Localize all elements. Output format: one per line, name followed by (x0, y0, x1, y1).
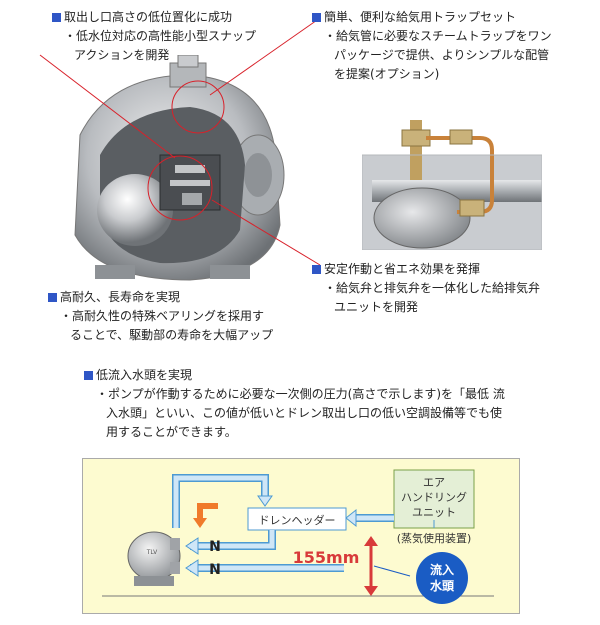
inflow-head-label: 水頭 (430, 578, 455, 593)
feature-text: 用することができます。 (106, 425, 237, 439)
feature-text: ・給気弁と排気弁を一体化した給排気弁 (324, 281, 541, 295)
feature-text: ・ポンプが作動するために必要な一次側の圧力(高さで示します)を「最低 流 (96, 387, 505, 401)
feature-energy-saving: 安定作動と省エネ効果を発揮 ・給気弁と排気弁を一体化した給排気弁 ユニットを開発 (312, 260, 540, 317)
bullet-square (312, 13, 321, 22)
feature-text: を提案(オプション) (334, 67, 440, 81)
inflow-head-label: 流入 (430, 562, 454, 577)
bullet-square (52, 13, 61, 22)
feature-text: ・高耐久性の特殊ベアリングを採用す (60, 309, 265, 323)
feature-durability: 高耐久、長寿命を実現 ・高耐久性の特殊ベアリングを採用す ることで、駆動部の寿命… (48, 288, 273, 345)
drain-header-label: ドレンヘッダー (259, 513, 336, 527)
callout-lines (39, 17, 321, 266)
steam-equipment-label: (蒸気使用装置) (397, 531, 472, 545)
feature-trap-set: 簡単、便利な給気用トラップセット ・給気管に必要なスチームトラップをワン パッケ… (312, 8, 552, 84)
feature-text: アクションを開発 (74, 48, 170, 62)
feature-title: 高耐久、長寿命を実現 (60, 290, 181, 304)
feature-low-outlet: 取出し口高さの低位置化に成功 ・低水位対応の高性能小型スナップ アクションを開発 (52, 8, 256, 65)
ahu-box (393, 469, 475, 529)
feature-title: 低流入水頭を実現 (96, 368, 193, 382)
bullet-square (84, 371, 93, 380)
ahu-label: ユニット (412, 506, 456, 519)
feature-text: ・低水位対応の高性能小型スナップ (64, 29, 257, 43)
drain-header-box (247, 507, 347, 531)
feature-low-inflow-head: 低流入水頭を実現 ・ポンプが作動するために必要な一次側の圧力(高さで示します)を… (84, 366, 505, 442)
vent-arrow (257, 495, 273, 507)
return-arrow-orange (197, 503, 218, 522)
n-mark: N (209, 562, 221, 578)
feature-text: ・給気管に必要なスチームトラップをワン (324, 29, 552, 43)
feature-text: 入水頭」といい、この値が低いとドレン取出し口の低い空調設備等でも使 (106, 406, 503, 420)
feature-title: 簡単、便利な給気用トラップセット (324, 10, 517, 24)
feature-title: 安定作動と省エネ効果を発揮 (324, 262, 481, 276)
height-value: 155mm (293, 548, 360, 567)
inflow-head-diagram: エア ハンドリング ユニット (蒸気使用装置) ドレンヘッダー TLV N N … (82, 458, 520, 614)
bullet-square (312, 265, 321, 274)
trap-set-photo (362, 120, 542, 250)
feature-text: パッケージで提供、よりシンプルな配管 (334, 48, 550, 62)
ahu-label: エア (423, 476, 445, 489)
bullet-square (48, 293, 57, 302)
feature-text: ユニットを開発 (334, 300, 419, 314)
ahu-label: ハンドリング (401, 490, 467, 504)
feature-title: 取出し口高さの低位置化に成功 (64, 10, 233, 24)
n-mark: N (209, 539, 221, 555)
inflow-head-badge (416, 552, 468, 604)
feature-text: ることで、駆動部の寿命を大幅アップ (70, 328, 274, 342)
pump-cutaway-photo (74, 55, 285, 281)
pump-badge: TLV (146, 549, 158, 556)
